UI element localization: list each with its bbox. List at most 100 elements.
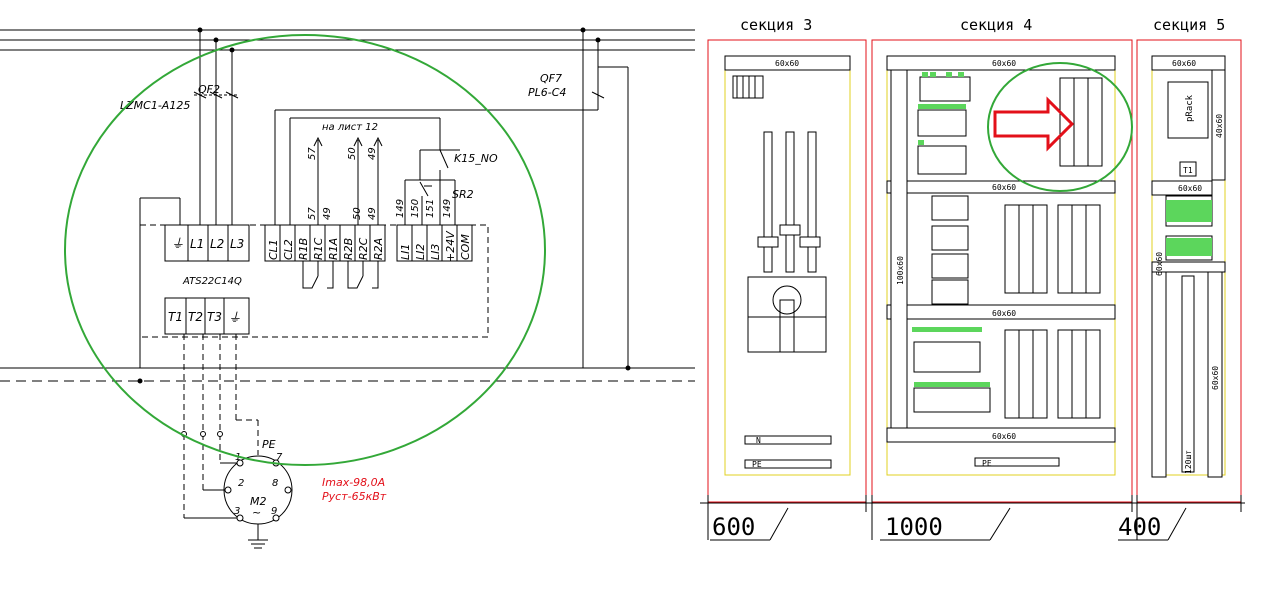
motor-symbol: ~ bbox=[252, 506, 261, 519]
bus-clamp bbox=[757, 236, 779, 248]
wire-number: 57 bbox=[307, 147, 318, 160]
terminal-label: COM bbox=[459, 234, 472, 260]
io-terminal-block bbox=[396, 224, 473, 262]
cable-duct bbox=[886, 427, 1116, 443]
motor-breakers bbox=[913, 341, 981, 373]
sheet-ref: на лист 12 bbox=[322, 122, 378, 133]
wire-number: 50 bbox=[347, 147, 358, 160]
duct-label: 60x60 bbox=[1178, 184, 1202, 193]
terminal-label: LI2 bbox=[414, 244, 427, 260]
contactor bbox=[931, 253, 969, 279]
drive-module bbox=[1057, 204, 1101, 294]
cable-duct bbox=[886, 304, 1116, 320]
terminal-label: R2B bbox=[342, 238, 355, 260]
busbar bbox=[785, 131, 795, 273]
vertical-duct bbox=[1211, 69, 1226, 181]
red-arrow-icon bbox=[993, 96, 1075, 152]
relay-r1-contacts bbox=[302, 261, 334, 289]
schematic-labels: QF2 LZMC1-A125 QF7 PL6-C4 на лист 12 K15… bbox=[120, 72, 566, 519]
motor-name: M2 bbox=[250, 495, 267, 508]
section-4-width: 1000 bbox=[885, 513, 943, 541]
wire-number: 151 bbox=[425, 199, 436, 218]
junction-dot bbox=[213, 37, 219, 43]
duct-label: 60x60 bbox=[992, 183, 1016, 192]
terminal-label: R1B bbox=[297, 238, 310, 260]
motor-pe-label: PE bbox=[262, 438, 276, 451]
breaker-row bbox=[919, 76, 971, 102]
green-terminals bbox=[912, 72, 990, 387]
switch-knob bbox=[772, 285, 802, 315]
motor-pust: Руст-65кВт bbox=[322, 490, 387, 503]
bus-clamp bbox=[779, 224, 801, 236]
n-busbar bbox=[744, 435, 832, 445]
duct-label: 60x60 bbox=[775, 59, 799, 68]
plc-module bbox=[1059, 77, 1103, 167]
section-3-width: 600 bbox=[712, 513, 755, 541]
duct-label: 60x60 bbox=[992, 59, 1016, 68]
motor-imax: Imax-98,0A bbox=[322, 476, 385, 489]
pe-busbar bbox=[974, 457, 1060, 467]
main-switch-top bbox=[747, 276, 827, 318]
cable-duct bbox=[1151, 261, 1226, 273]
terminal-label: +24V bbox=[444, 230, 457, 262]
green-terminals bbox=[1166, 200, 1212, 256]
switch-handle bbox=[779, 299, 795, 353]
terminal-label: CL2 bbox=[282, 239, 295, 260]
drive-module bbox=[1004, 329, 1048, 419]
contactor bbox=[917, 145, 967, 175]
terminal-label: LI3 bbox=[429, 244, 442, 260]
busbar bbox=[807, 131, 817, 273]
duct-label: 60x60 bbox=[992, 309, 1016, 318]
wire-number: 50 bbox=[352, 207, 363, 220]
busbar bbox=[763, 131, 773, 273]
wire-number: 49 bbox=[322, 207, 333, 220]
terminal-label: R2C bbox=[357, 237, 370, 260]
motor-pin: 2 bbox=[238, 478, 244, 489]
terminal-label: L3 bbox=[230, 237, 244, 251]
contactor bbox=[931, 195, 969, 221]
wire-number: 149 bbox=[395, 199, 406, 218]
motor-pin: 7 bbox=[276, 452, 283, 463]
breaker-row bbox=[917, 109, 967, 137]
pe-bar-label: PE bbox=[982, 459, 992, 468]
section-5-title: секция 5 bbox=[1153, 16, 1225, 34]
wire-number: 57 bbox=[307, 207, 318, 220]
duct-label: 60x60 bbox=[1211, 366, 1220, 390]
terminal-label: R1A bbox=[327, 238, 340, 260]
terminal-label: T1 bbox=[168, 310, 183, 324]
terminal-label: T2 bbox=[188, 310, 203, 324]
terminal-label: R1C bbox=[312, 237, 325, 260]
k15-contact bbox=[439, 149, 449, 169]
t1-label: T1 bbox=[1183, 166, 1193, 175]
section-3-frame bbox=[707, 39, 867, 503]
device-name: ATS22C14Q bbox=[182, 276, 242, 287]
contactor bbox=[931, 279, 969, 305]
duct-label: 40x60 bbox=[1215, 114, 1224, 138]
junction-dot bbox=[229, 47, 235, 53]
qf2-model: LZMC1-A125 bbox=[120, 99, 190, 112]
duct-label: 60x60 bbox=[992, 432, 1016, 441]
pe-busbar bbox=[744, 459, 832, 469]
junction-dot bbox=[197, 27, 203, 33]
wire-number: 49 bbox=[367, 207, 378, 220]
power-terminal-block bbox=[164, 224, 250, 262]
motor-pin: 9 bbox=[271, 506, 277, 517]
motor-pin: 8 bbox=[272, 478, 278, 489]
section-3-plate bbox=[724, 66, 851, 476]
section-3-title: секция 3 bbox=[740, 16, 812, 34]
cable-duct bbox=[886, 55, 1116, 71]
junction-dot bbox=[625, 365, 631, 371]
duct-label: 60x60 bbox=[1155, 252, 1164, 276]
prack-label: pRack bbox=[1185, 94, 1195, 122]
terminal-label: R2A bbox=[372, 238, 385, 260]
contactor bbox=[931, 225, 969, 251]
arrow-up bbox=[373, 136, 383, 147]
cable-duct bbox=[724, 55, 851, 71]
relay-row bbox=[913, 387, 991, 413]
wire-number: 49 bbox=[367, 147, 378, 160]
terminal-label: L1 bbox=[190, 237, 204, 251]
motor-pin: 3 bbox=[234, 506, 240, 517]
pe-bar-label: PE bbox=[752, 460, 762, 469]
junction-dot bbox=[595, 37, 601, 43]
